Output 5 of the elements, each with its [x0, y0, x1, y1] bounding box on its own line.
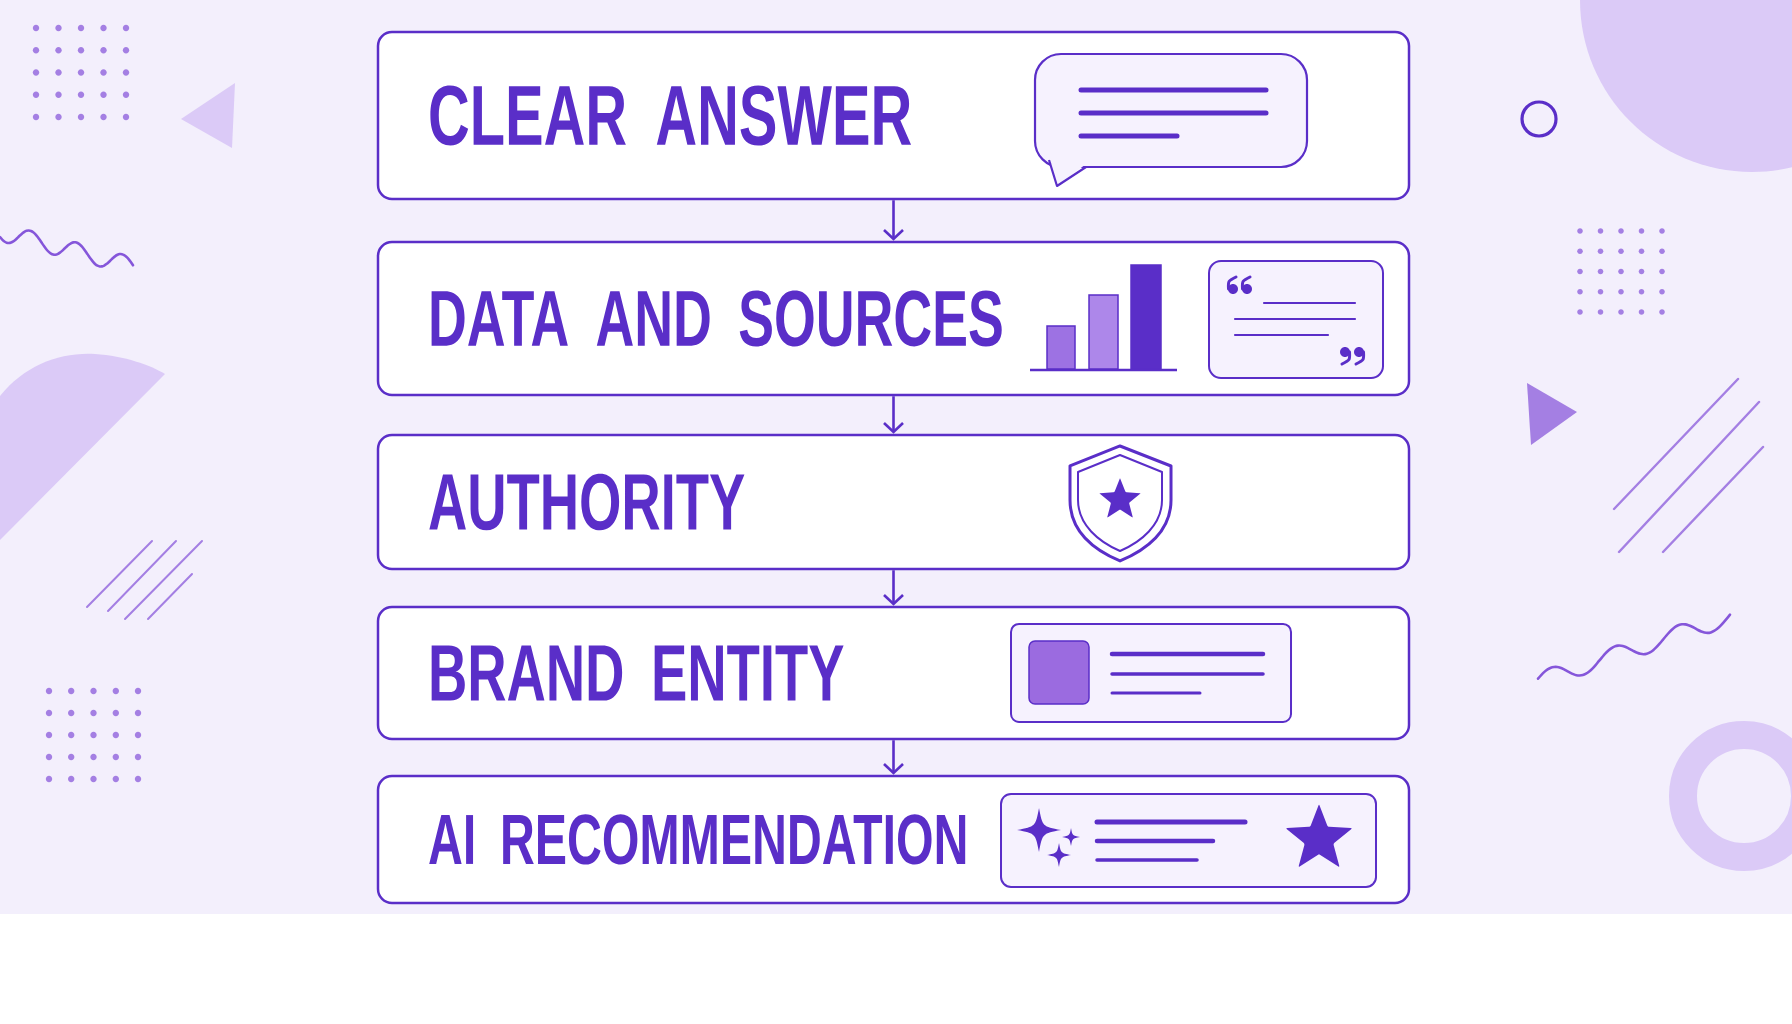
arrow [883, 396, 904, 434]
step-box: AUTHORITY [376, 433, 1411, 571]
arrow [883, 200, 904, 241]
arrow [883, 570, 904, 606]
arrow [883, 740, 904, 775]
